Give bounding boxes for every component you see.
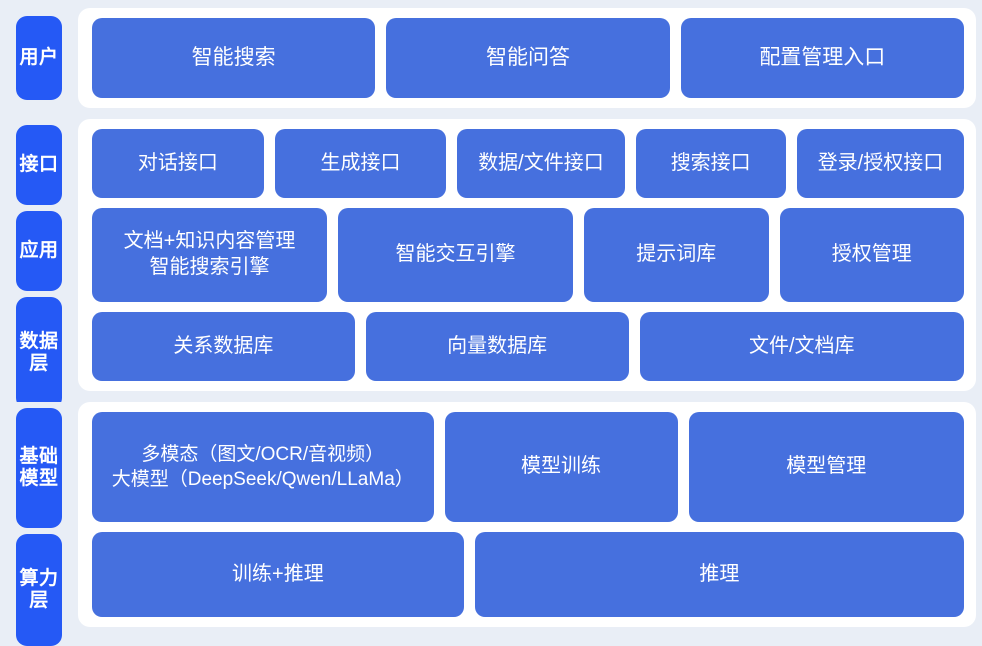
node-vector-database[interactable]: 向量数据库	[365, 312, 629, 381]
row-user: 智能搜索 智能问答 配置管理入口	[92, 18, 964, 98]
tab-rail-base: 基础模型 算力层	[0, 402, 78, 646]
node-relational-database[interactable]: 关系数据库	[92, 312, 355, 381]
tab-rail-user: 用户	[0, 8, 78, 108]
node-data-file-api[interactable]: 数据/文件接口	[457, 129, 625, 198]
node-training-inference[interactable]: 训练+推理	[92, 532, 464, 617]
node-prompt-library[interactable]: 提示词库	[584, 207, 769, 303]
node-intelligent-search[interactable]: 智能搜索	[92, 18, 376, 98]
row-data: 关系数据库 向量数据库 文件/文档库	[92, 312, 964, 381]
node-file-document-store[interactable]: 文件/文档库	[639, 312, 964, 381]
layer-tab-application[interactable]: 应用	[16, 211, 62, 291]
panel-user: 智能搜索 智能问答 配置管理入口	[78, 8, 976, 108]
node-login-auth-api[interactable]: 登录/授权接口	[796, 129, 964, 198]
node-config-management-entry[interactable]: 配置管理入口	[680, 18, 964, 98]
row-application: 文档+知识内容管理 智能搜索引擎 智能交互引擎 提示词库 授权管理	[92, 207, 964, 303]
node-inference[interactable]: 推理	[474, 532, 964, 617]
node-search-api[interactable]: 搜索接口	[635, 129, 786, 198]
node-dialog-api[interactable]: 对话接口	[92, 129, 264, 198]
layer-tab-interface[interactable]: 接口	[16, 125, 62, 205]
tab-rail-middle: 接口 应用 数据层	[0, 119, 78, 409]
row-foundation-model: 多模态（图文/OCR/音视频） 大模型（DeepSeek/Qwen/LLaMa）…	[92, 412, 964, 523]
node-doc-knowledge-management[interactable]: 文档+知识内容管理 智能搜索引擎	[92, 207, 328, 303]
section-middle: 接口 应用 数据层 对话接口 生成接口 数据/文件接口 搜索接口 登录/授权接口…	[0, 119, 982, 409]
layer-tab-data[interactable]: 数据层	[16, 297, 62, 409]
layer-tab-user[interactable]: 用户	[16, 16, 62, 100]
row-interface: 对话接口 生成接口 数据/文件接口 搜索接口 登录/授权接口	[92, 129, 964, 198]
section-user: 用户 智能搜索 智能问答 配置管理入口	[0, 8, 982, 108]
node-model-training[interactable]: 模型训练	[444, 412, 678, 523]
row-compute: 训练+推理 推理	[92, 532, 964, 617]
panel-base: 多模态（图文/OCR/音视频） 大模型（DeepSeek/Qwen/LLaMa）…	[78, 402, 976, 627]
layer-tab-foundation-model[interactable]: 基础模型	[16, 408, 62, 528]
node-interaction-engine[interactable]: 智能交互引擎	[338, 207, 574, 303]
node-intelligent-qa[interactable]: 智能问答	[386, 18, 670, 98]
panel-middle: 对话接口 生成接口 数据/文件接口 搜索接口 登录/授权接口 文档+知识内容管理…	[78, 119, 976, 391]
section-base: 基础模型 算力层 多模态（图文/OCR/音视频） 大模型（DeepSeek/Qw…	[0, 402, 982, 646]
node-multimodal-large-model[interactable]: 多模态（图文/OCR/音视频） 大模型（DeepSeek/Qwen/LLaMa）	[92, 412, 434, 523]
node-authorization-management[interactable]: 授权管理	[779, 207, 964, 303]
node-model-management[interactable]: 模型管理	[688, 412, 964, 523]
layer-tab-compute[interactable]: 算力层	[16, 534, 62, 646]
node-generation-api[interactable]: 生成接口	[274, 129, 447, 198]
